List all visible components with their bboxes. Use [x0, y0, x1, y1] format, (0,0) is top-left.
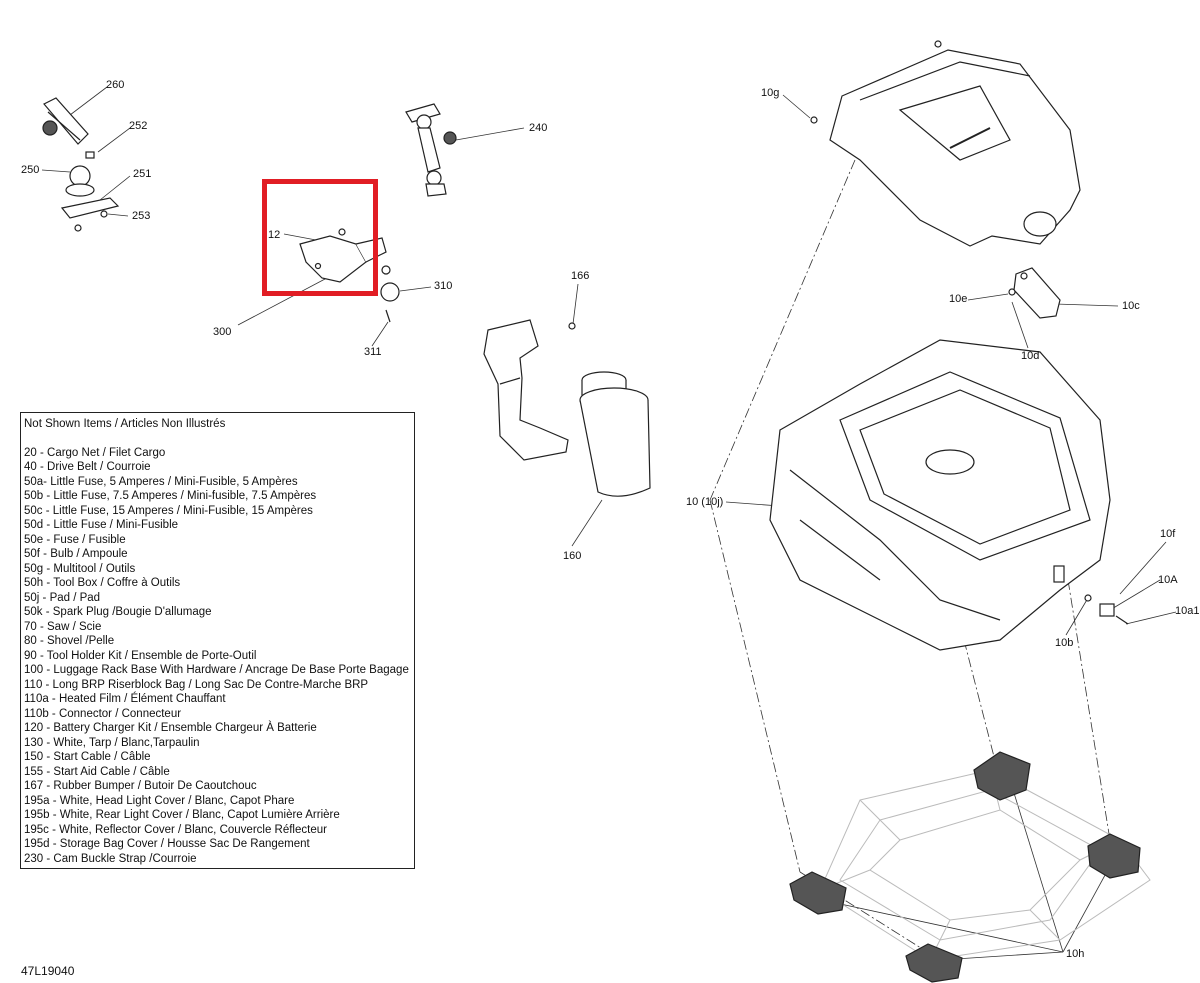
not-shown-items-legend: Not Shown Items / Articles Non Illustrés… — [20, 412, 415, 869]
legend-item: 110a - Heated Film / Élément Chauffant — [24, 693, 226, 705]
bottle-holder-bracket — [483, 319, 576, 461]
callout-10b: 10b — [1055, 637, 1074, 649]
water-bottle-160 — [579, 371, 651, 497]
callout-10a1: 10a1 — [1175, 605, 1200, 617]
legend-item: 70 - Saw / Scie — [24, 620, 102, 633]
callout-311: 311 — [364, 346, 382, 358]
legend-item: 50b - Little Fuse, 7.5 Amperes / Mini-fu… — [24, 490, 317, 502]
ram-arm-240 — [405, 103, 457, 197]
callout-252: 252 — [129, 120, 148, 132]
legend-item: 90 - Tool Holder Kit / Ensemble de Porte… — [24, 649, 257, 662]
legend-item: 110 - Long BRP Riserblock Bag / Long Sac… — [24, 678, 369, 691]
callout-260: 260 — [106, 79, 125, 91]
legend-item: 120 - Battery Charger Kit / Ensemble Cha… — [24, 722, 317, 734]
drawing-number: 47L19040 — [21, 964, 75, 978]
legend-list: 20 - Cargo Net / Filet Cargo 40 - Drive B… — [24, 446, 414, 867]
legend-item: 50g - Multitool / Outils — [24, 562, 136, 575]
callout-240: 240 — [529, 122, 548, 134]
legend-item: 100 - Luggage Rack Base With Hardware / … — [24, 664, 409, 676]
callout-10c: 10c — [1122, 300, 1140, 312]
callout-310: 310 — [434, 280, 453, 292]
legend-item: 40 - Drive Belt / Courroie — [24, 461, 151, 473]
legend-title: Not Shown Items / Articles Non Illustrés — [24, 418, 226, 430]
legend-item: 80 - Shovel /Pelle — [24, 635, 115, 647]
callout-300: 300 — [213, 326, 232, 338]
legend-item: 195c - White, Reflector Cover / Blanc, C… — [24, 823, 327, 836]
legend-item: 50c - Little Fuse, 15 Amperes / Mini-Fus… — [24, 504, 313, 517]
legend-item: 50j - Pad / Pad — [24, 591, 101, 604]
legend-item: 50f - Bulb / Ampoule — [24, 548, 128, 560]
legend-item: 50h - Tool Box / Coffre à Outils — [24, 577, 181, 589]
legend-item: 110b - Connector / Connecteur — [24, 707, 182, 720]
legend-item: 50k - Spark Plug /Bougie D'allumage — [24, 606, 212, 618]
legend-item: 20 - Cargo Net / Filet Cargo — [24, 446, 166, 459]
callout-10e: 10e — [949, 293, 968, 305]
legend-item: 195a - White, Head Light Cover / Blanc, … — [24, 794, 295, 807]
box-hardware — [1084, 594, 1129, 625]
lid-latch — [1008, 267, 1061, 319]
callout-250: 250 — [21, 164, 40, 176]
bracket-assembly — [299, 228, 400, 323]
callout-10g: 10g — [761, 87, 780, 99]
legend-item: 167 - Rubber Bumper / Butoir De Caoutcho… — [24, 780, 257, 792]
callout-10h: 10h — [1066, 948, 1085, 960]
callout-10A: 10A — [1158, 574, 1178, 586]
callout-160: 160 — [563, 550, 582, 562]
ram-mount-assembly — [42, 97, 120, 232]
rack-anchors — [789, 751, 1141, 983]
legend-item: 50a- Little Fuse, 5 Amperes / Mini-Fusib… — [24, 475, 298, 488]
legend-item: 130 - White, Tarp / Blanc,Tarpaulin — [24, 736, 200, 749]
legend-item: 150 - Start Cable / Câble — [24, 751, 151, 763]
storage-lid — [810, 40, 1081, 247]
callout-10f: 10f — [1160, 528, 1176, 540]
callout-166: 166 — [571, 270, 590, 282]
leader-lines — [41, 86, 1177, 961]
callout-251: 251 — [133, 168, 152, 180]
legend-item: 195b - White, Rear Light Cover / Blanc, … — [24, 809, 340, 821]
callout-10d: 10d — [1021, 350, 1040, 362]
legend-item: 50e - Fuse / Fusible — [24, 533, 126, 546]
legend-item: 155 - Start Aid Cable / Câble — [24, 765, 170, 778]
legend-item: 50d - Little Fuse / Mini-Fusible — [24, 519, 179, 531]
storage-box — [769, 339, 1111, 651]
callout-12: 12 — [268, 229, 281, 241]
legend-item: 195d - Storage Bag Cover / Housse Sac De… — [24, 838, 310, 850]
callout-10-10j: 10 (10j) — [686, 496, 724, 508]
callout-253: 253 — [132, 210, 151, 222]
highlight-box — [262, 179, 378, 296]
legend-item: 230 - Cam Buckle Strap /Courroie — [24, 852, 197, 865]
